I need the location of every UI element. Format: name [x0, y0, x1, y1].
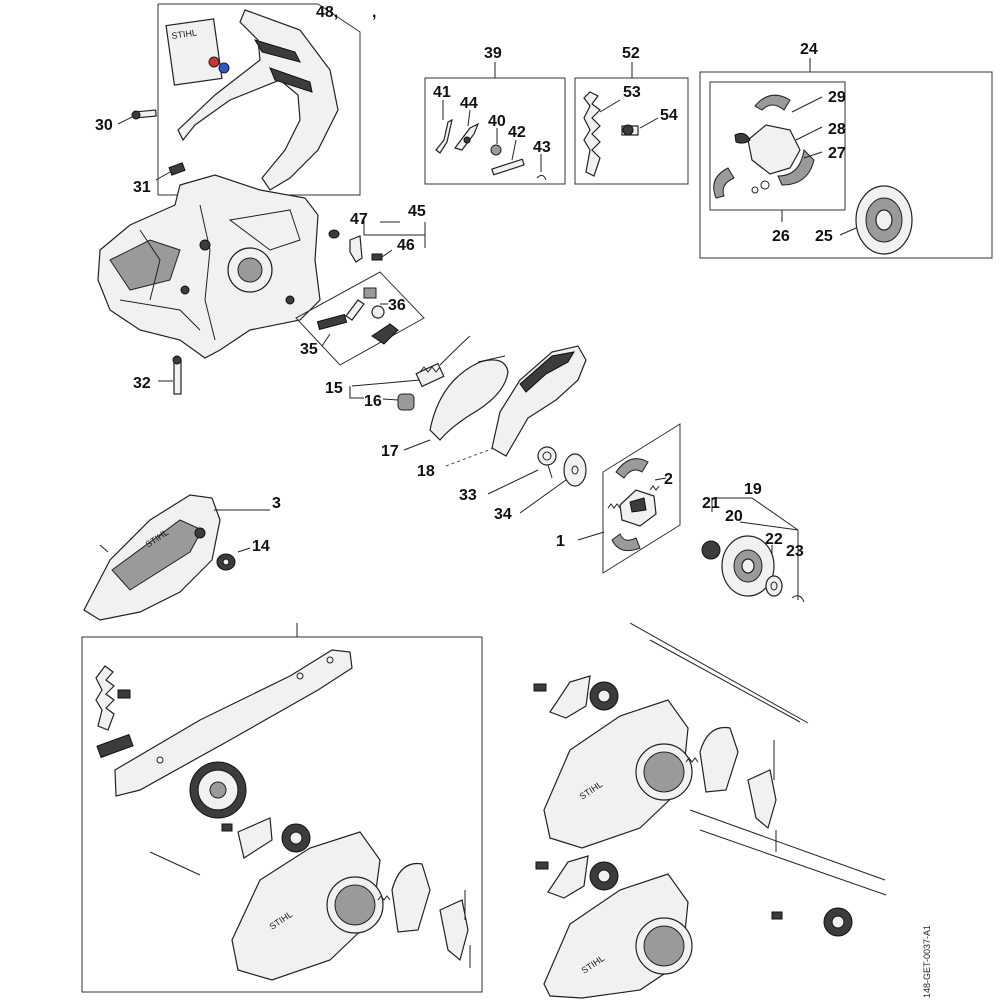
callout-53: 53 — [623, 84, 641, 101]
callout-19: 19 — [744, 481, 762, 498]
callout-23: 23 — [786, 543, 804, 560]
screw-30-part[interactable] — [117, 109, 157, 125]
callout-44: 44 — [460, 95, 478, 112]
optional-cover-set-a[interactable]: STIHL — [533, 622, 809, 852]
callout-52: 52 — [622, 45, 640, 62]
callout-22: 22 — [765, 531, 783, 548]
callout-26: 26 — [772, 228, 790, 245]
callout-32: 32 — [133, 375, 151, 392]
callout-36: 36 — [388, 297, 406, 314]
callout-48: 48, — [316, 4, 338, 21]
kit-52-box[interactable] — [574, 62, 689, 185]
callout-46: 46 — [397, 237, 415, 254]
kit-35-chain-tensioner[interactable] — [295, 271, 425, 366]
screw-31-part[interactable] — [155, 162, 186, 181]
clutch-kit-24-box[interactable] — [699, 58, 993, 259]
callout-30: 30 — [95, 117, 113, 134]
callout-42: 42 — [508, 124, 526, 141]
spring-washer-parts[interactable] — [487, 446, 587, 514]
optional-guide-bar-kit[interactable]: STIHL — [81, 623, 483, 993]
callout-15: 15 — [325, 380, 343, 397]
brake-parts[interactable] — [349, 335, 509, 451]
callout-24: 24 — [800, 41, 818, 58]
callout-17: 17 — [381, 443, 399, 460]
chain-brake-lever-part[interactable] — [445, 345, 587, 467]
callout-27: 27 — [828, 145, 846, 162]
callout-20: 20 — [725, 508, 743, 525]
callout-54: 54 — [660, 107, 678, 124]
callout-29: 29 — [828, 89, 846, 106]
callout-25: 25 — [815, 228, 833, 245]
callout-1: 1 — [556, 533, 565, 550]
sprocket-cover-3[interactable]: STIHL — [83, 494, 270, 621]
callout-28: 28 — [828, 121, 846, 138]
callout-48-extra: , — [372, 4, 376, 21]
callout-47: 47 — [350, 211, 368, 228]
callout-45: 45 — [408, 203, 426, 220]
callout-39: 39 — [484, 45, 502, 62]
callout-34: 34 — [494, 506, 512, 523]
drawing-code: 148-GET-0037-A1 — [922, 925, 932, 998]
callout-35: 35 — [300, 341, 318, 358]
callout-31: 31 — [133, 179, 151, 196]
callout-2: 2 — [664, 471, 673, 488]
callout-33: 33 — [459, 487, 477, 504]
kit-45-parts[interactable] — [328, 220, 426, 263]
screw-32-part[interactable] — [158, 355, 182, 395]
callout-40: 40 — [488, 113, 506, 130]
sprocket-kit-19[interactable] — [701, 497, 805, 603]
clutch-assembly-1[interactable] — [577, 423, 681, 574]
callout-16: 16 — [364, 393, 382, 410]
kit-39-box[interactable] — [424, 62, 566, 185]
callout-18: 18 — [417, 463, 435, 480]
engine-housing-part[interactable] — [97, 174, 321, 359]
callout-3: 3 — [272, 495, 281, 512]
guard-brand-decal: STIHL — [171, 27, 198, 40]
callout-21: 21 — [702, 495, 720, 512]
callout-41: 41 — [433, 84, 451, 101]
optional-cover-set-b[interactable]: STIHL — [535, 809, 887, 999]
callout-43: 43 — [533, 139, 551, 156]
hand-guard-part[interactable]: STIHL — [157, 3, 361, 196]
callout-14: 14 — [252, 538, 270, 555]
